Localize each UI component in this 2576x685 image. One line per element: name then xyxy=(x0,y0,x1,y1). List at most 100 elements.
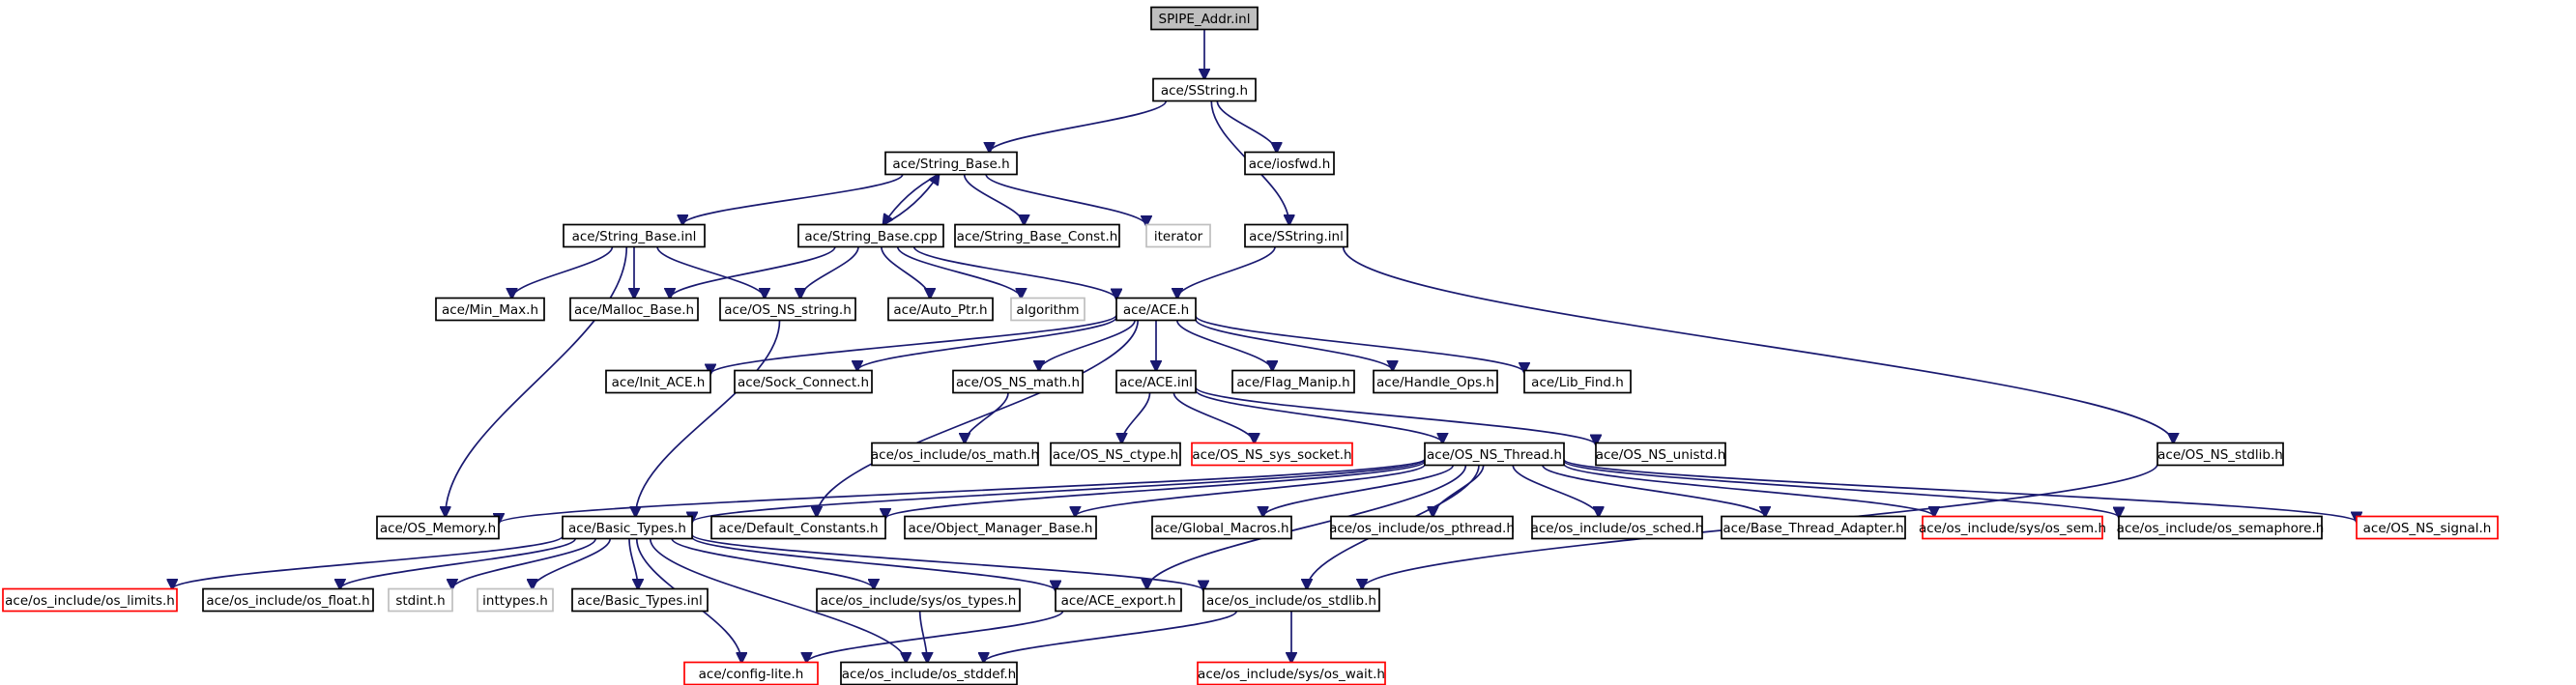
node-flag_manip_h[interactable]: ace/Flag_Manip.h xyxy=(1231,369,1355,394)
node-label: ace/OS_NS_signal.h xyxy=(2363,521,2492,536)
node-string_base_h[interactable]: ace/String_Base.h xyxy=(884,151,1018,176)
node-string_base_cpp[interactable]: ace/String_Base.cpp xyxy=(797,223,944,248)
node-iosfwd_h[interactable]: ace/iosfwd.h xyxy=(1244,151,1335,176)
node-os_include_os_stdlib_h[interactable]: ace/os_include/os_stdlib.h xyxy=(1202,587,1380,613)
node-box xyxy=(2,587,178,613)
node-box xyxy=(871,442,1039,467)
node-ace_h[interactable]: ace/ACE.h xyxy=(1115,297,1197,322)
node-box xyxy=(1150,6,1259,31)
edge-os_ns_thread_h-to-ace_export_h xyxy=(1147,465,1467,589)
node-label: ace/os_include/sys/os_sem.h xyxy=(1919,521,2106,536)
node-ace_export_h[interactable]: ace/ACE_export.h xyxy=(1055,587,1182,613)
node-default_constants_h[interactable]: ace/Default_Constants.h xyxy=(710,515,886,540)
node-os_include_sys_os_types_h[interactable]: ace/os_include/sys/os_types.h xyxy=(816,587,1021,613)
node-box xyxy=(1010,297,1085,322)
node-os_ns_math_h[interactable]: ace/OS_NS_math.h xyxy=(952,369,1084,394)
node-os_ns_string_h[interactable]: ace/OS_NS_string.h xyxy=(719,297,856,322)
node-malloc_base_h[interactable]: ace/Malloc_Base.h xyxy=(569,297,699,322)
node-label: ace/os_include/os_limits.h xyxy=(5,593,175,609)
node-string_base_const_h[interactable]: ace/String_Base_Const.h xyxy=(954,223,1120,248)
node-box xyxy=(1330,515,1514,540)
node-box xyxy=(1523,369,1632,394)
node-box xyxy=(1050,442,1181,467)
node-os_include_os_float_h[interactable]: ace/os_include/os_float.h xyxy=(202,587,374,613)
node-label: ace/Default_Constants.h xyxy=(718,521,878,536)
edge-basic_types_h-to-os_include_sys_os_types_h xyxy=(671,538,874,589)
node-os_include_os_limits_h[interactable]: ace/os_include/os_limits.h xyxy=(2,587,178,613)
edge-string_base_inl-to-os_ns_string_h xyxy=(656,246,765,299)
node-label: ace/os_include/os_sched.h xyxy=(1531,521,1704,536)
edge-string_base_cpp-to-os_ns_string_h xyxy=(800,246,859,299)
node-box xyxy=(954,223,1120,248)
edge-ace_export_h-to-config_lite_h xyxy=(807,610,1064,663)
node-box xyxy=(571,587,709,613)
node-label: ace/OS_NS_sys_socket.h xyxy=(1192,447,1351,463)
node-os_include_os_sched_h[interactable]: ace/os_include/os_sched.h xyxy=(1531,515,1704,540)
node-lib_find_h[interactable]: ace/Lib_Find.h xyxy=(1523,369,1632,394)
node-ace_inl[interactable]: ace/ACE.inl xyxy=(1115,369,1197,394)
node-object_manager_base_h[interactable]: ace/Object_Manager_Base.h xyxy=(904,515,1097,540)
node-os_include_os_math_h[interactable]: ace/os_include/os_math.h xyxy=(871,442,1039,467)
node-label: ace/Basic_Types.inl xyxy=(577,593,702,609)
edge-ace_h-to-lib_find_h xyxy=(1195,315,1524,372)
node-string_base_inl[interactable]: ace/String_Base.inl xyxy=(563,223,706,248)
node-box xyxy=(1145,223,1211,248)
edge-string_base_cpp-to-string_base_h xyxy=(883,175,940,226)
node-label: ace/SString.inl xyxy=(1249,229,1344,244)
node-inttypes_h: inttypes.h xyxy=(477,587,554,613)
node-iterator: iterator xyxy=(1145,223,1211,248)
node-handle_ops_h[interactable]: ace/Handle_Ops.h xyxy=(1373,369,1498,394)
edge-sstring_inl-to-ace_h xyxy=(1177,246,1276,299)
node-os_include_os_stddef_h[interactable]: ace/os_include/os_stddef.h xyxy=(840,661,1018,685)
node-base_thread_adapter_h[interactable]: ace/Base_Thread_Adapter.h xyxy=(1721,515,1906,540)
node-label: ace/ACE_export.h xyxy=(1061,593,1176,609)
node-box xyxy=(1055,587,1182,613)
node-init_ace_h[interactable]: ace/Init_ACE.h xyxy=(605,369,711,394)
node-label: ace/String_Base.cpp xyxy=(804,229,937,244)
node-min_max_h[interactable]: ace/Min_Max.h xyxy=(435,297,545,322)
node-box xyxy=(1115,297,1197,322)
node-os_ns_ctype_h[interactable]: ace/OS_NS_ctype.h xyxy=(1050,442,1181,467)
node-os_include_os_semaphore_h[interactable]: ace/os_include/os_semaphore.h xyxy=(2117,515,2325,540)
node-os_include_os_pthread_h[interactable]: ace/os_include/os_pthread.h xyxy=(1329,515,1515,540)
node-basic_types_h[interactable]: ace/Basic_Types.h xyxy=(562,515,693,540)
node-sstring_inl[interactable]: ace/SString.inl xyxy=(1244,223,1348,248)
node-label: ace/Flag_Manip.h xyxy=(1236,375,1349,390)
edge-sstring_h-to-iosfwd_h xyxy=(1216,100,1276,153)
node-os_ns_thread_h[interactable]: ace/OS_NS_Thread.h xyxy=(1424,442,1565,467)
node-os_ns_sys_socket_h[interactable]: ace/OS_NS_sys_socket.h xyxy=(1191,442,1353,467)
node-sock_connect_h[interactable]: ace/Sock_Connect.h xyxy=(734,369,873,394)
node-config_lite_h[interactable]: ace/config-lite.h xyxy=(683,661,819,685)
node-os_ns_unistd_h[interactable]: ace/OS_NS_unistd.h xyxy=(1595,442,1726,467)
node-box xyxy=(719,297,856,322)
node-label: ace/os_include/os_pthread.h xyxy=(1329,521,1515,536)
node-os_ns_stdlib_h[interactable]: ace/OS_NS_stdlib.h xyxy=(2156,442,2284,467)
node-basic_types_inl[interactable]: ace/Basic_Types.inl xyxy=(571,587,709,613)
node-sstring_h[interactable]: ace/SString.h xyxy=(1152,77,1257,102)
edge-basic_types_h-to-os_include_os_stdlib_h xyxy=(691,533,1203,590)
edge-basic_types_h-to-ace_export_h xyxy=(691,536,1056,591)
node-os_include_sys_os_sem_h[interactable]: ace/os_include/sys/os_sem.h xyxy=(1919,515,2106,540)
node-global_macros_h[interactable]: ace/Global_Macros.h xyxy=(1151,515,1292,540)
node-spipe_addr_inl[interactable]: SPIPE_Addr.inl xyxy=(1150,6,1259,31)
node-box xyxy=(1531,515,1703,540)
edge-ace_inl-to-os_ns_unistd_h xyxy=(1195,386,1596,444)
node-label: stdint.h xyxy=(395,593,445,609)
nodes-layer: SPIPE_Addr.inl ace/SString.h ace/String_Ba… xyxy=(2,6,2499,685)
node-os_memory_h[interactable]: ace/OS_Memory.h xyxy=(376,515,500,540)
node-label: ace/OS_NS_ctype.h xyxy=(1053,447,1178,463)
node-label: ace/Init_ACE.h xyxy=(612,375,706,390)
node-box xyxy=(1152,77,1257,102)
node-auto_ptr_h[interactable]: ace/Auto_Ptr.h xyxy=(887,297,994,322)
edge-ace_inl-to-os_ns_thread_h xyxy=(1195,389,1442,443)
node-box xyxy=(1244,223,1348,248)
edge-ace_h-to-init_ace_h xyxy=(710,314,1117,374)
node-os_include_sys_os_wait_h[interactable]: ace/os_include/sys/os_wait.h xyxy=(1197,661,1386,685)
node-os_ns_signal_h[interactable]: ace/OS_NS_signal.h xyxy=(2356,515,2499,540)
node-label: ace/ACE.h xyxy=(1123,302,1189,318)
node-box xyxy=(1115,369,1197,394)
node-label: ace/OS_NS_string.h xyxy=(724,302,852,318)
node-box xyxy=(563,223,706,248)
edge-sstring_h-to-string_base_h xyxy=(990,100,1168,153)
node-box xyxy=(2156,442,2284,467)
